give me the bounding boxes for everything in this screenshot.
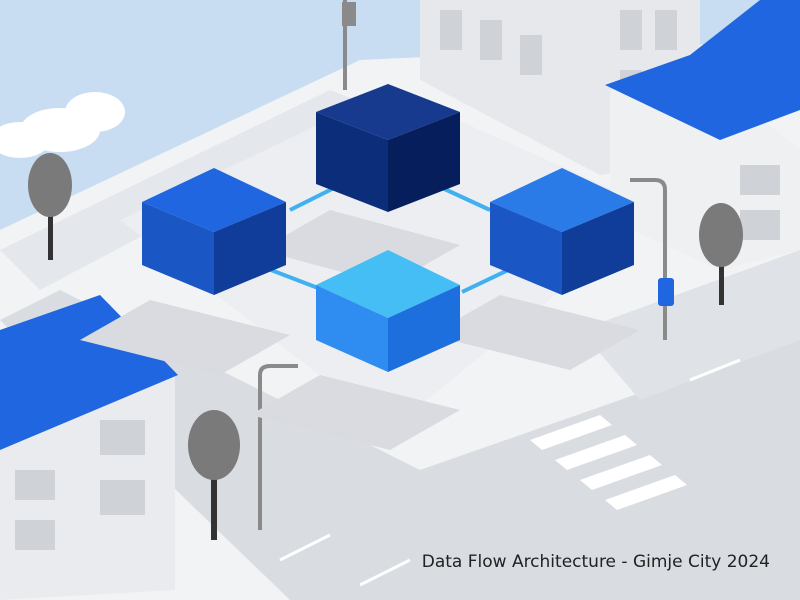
traffic-sign-icon <box>658 278 674 306</box>
road-markings <box>279 358 741 587</box>
block-front <box>316 250 460 372</box>
block-right <box>490 168 634 295</box>
tree-icon <box>188 410 240 540</box>
street-lamp-icon <box>630 178 667 340</box>
block-left <box>142 168 286 295</box>
diagram-caption: Data Flow Architecture - Gimje City 2024 <box>421 552 770 572</box>
road-right <box>580 250 800 400</box>
block-top <box>316 84 460 212</box>
tree-icon <box>699 203 743 305</box>
building-icon <box>605 0 800 270</box>
street-lamp-icon <box>258 364 298 530</box>
tree-icon <box>28 153 72 260</box>
crosswalk <box>530 415 687 510</box>
cloud-icon <box>0 92 125 158</box>
street-lamp-icon <box>342 0 356 90</box>
